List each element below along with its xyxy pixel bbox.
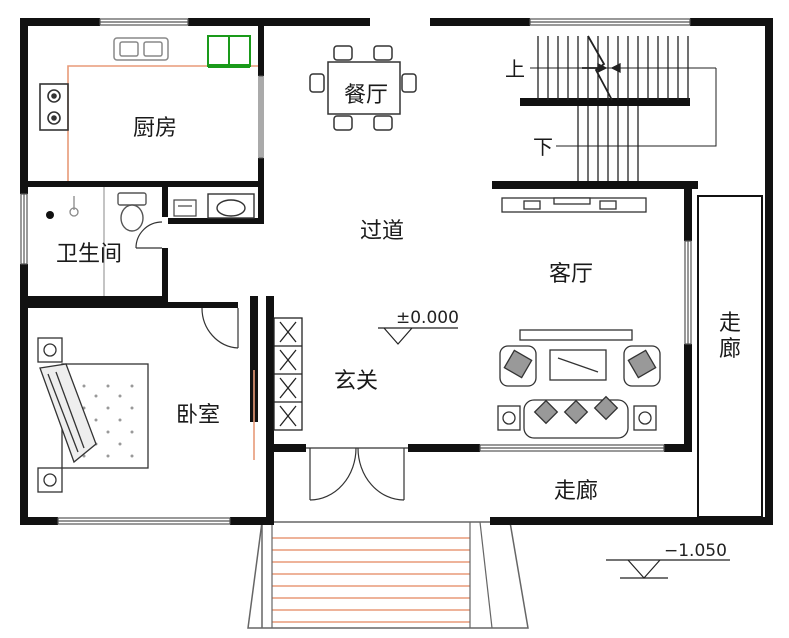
- bathroom-fixtures: [46, 187, 255, 296]
- room-label-porch-bottom: 走廊: [554, 479, 598, 504]
- room-label-corridor: 过道: [360, 219, 404, 244]
- living-side-window: [684, 240, 692, 345]
- elevation-floor-text: ±0.000: [396, 308, 459, 328]
- toilet-icon: [117, 192, 147, 232]
- porch-side-char: 走: [719, 311, 741, 336]
- dining-table-icon: [309, 45, 417, 131]
- stairs-up-label: 上: [505, 57, 525, 81]
- elevation-marker-ground: −1.050: [606, 541, 730, 579]
- bathroom-door-icon: [135, 221, 163, 249]
- exterior-windows: [20, 18, 691, 525]
- tv-cabinet-icon: [501, 197, 647, 213]
- room-label-bedroom: 卧室: [176, 403, 220, 428]
- floor-drain-icon: [46, 211, 54, 219]
- shoe-cabinet-icon: [273, 317, 303, 431]
- side-porch-rail: [697, 195, 763, 518]
- front-door-icon: [306, 447, 408, 501]
- room-label-entrance: 玄关: [334, 369, 378, 394]
- sofa-set-icon: [497, 329, 661, 439]
- living-bottom-window: [479, 444, 665, 452]
- staircase: [530, 35, 717, 181]
- bed-icon: [37, 337, 149, 493]
- kitchen-fixtures: [39, 35, 264, 181]
- elevation-ground-text: −1.050: [664, 541, 727, 561]
- sink-icon: [113, 37, 169, 61]
- room-label-kitchen: 厨房: [133, 116, 177, 141]
- interior-walls: [28, 26, 698, 522]
- fridge-icon: [207, 35, 251, 68]
- washing-machine-icon: [173, 199, 197, 217]
- stairs-down-label: 下: [533, 135, 553, 159]
- bedroom-door-icon: [201, 307, 239, 349]
- elevation-marker-floor: ±0.000: [378, 308, 459, 345]
- room-label-dining: 餐厅: [344, 83, 388, 108]
- room-label-porch-side: 走 廊: [719, 311, 748, 362]
- room-label-bathroom: 卫生间: [56, 242, 122, 267]
- shower-icon: [69, 196, 79, 217]
- room-label-living: 客厅: [549, 262, 593, 287]
- exterior-walls: [20, 18, 773, 525]
- entrance-steps: [247, 521, 529, 629]
- porch-side-char: 廊: [719, 337, 741, 362]
- stove-icon: [39, 83, 69, 131]
- washbasin-icon: [207, 193, 255, 219]
